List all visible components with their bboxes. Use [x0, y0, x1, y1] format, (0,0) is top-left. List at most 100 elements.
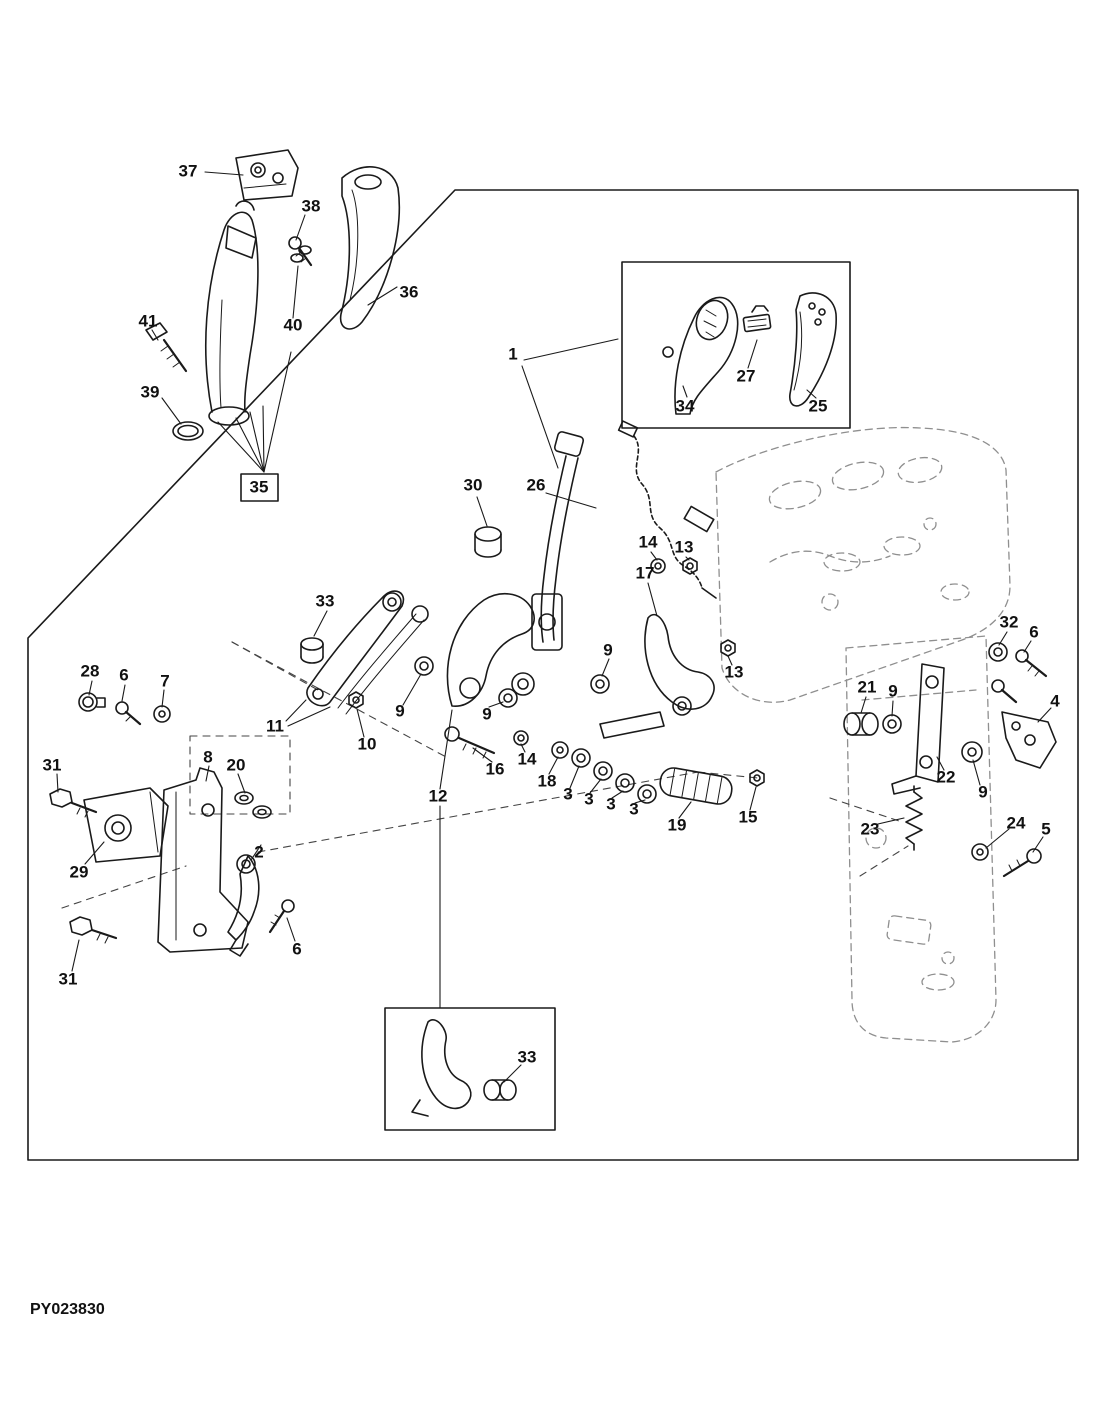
inset-fork-detail [384, 1007, 556, 1131]
part-label-33b[interactable]: 33 [518, 1047, 537, 1066]
part-label-30[interactable]: 30 [464, 475, 483, 494]
part-24-washer [971, 843, 989, 861]
part-label-31b[interactable]: 31 [59, 969, 78, 988]
part-label-7[interactable]: 7 [160, 671, 169, 690]
part-16-bolt [444, 726, 496, 759]
part-label-12[interactable]: 12 [429, 786, 448, 805]
part-label-2[interactable]: 2 [254, 842, 263, 861]
part-6-screw-right [1015, 649, 1048, 678]
part-label-9e[interactable]: 9 [978, 782, 987, 801]
part-label-41[interactable]: 41 [139, 311, 158, 330]
part-40-spacer [290, 245, 312, 263]
part-label-15[interactable]: 15 [739, 807, 758, 826]
part-label-4[interactable]: 4 [1050, 691, 1060, 710]
part-label-3d[interactable]: 3 [629, 799, 638, 818]
part-label-39[interactable]: 39 [141, 382, 160, 401]
part-label-9c[interactable]: 9 [482, 704, 491, 723]
part-label-25[interactable]: 25 [809, 396, 828, 415]
part-label-10[interactable]: 10 [358, 734, 377, 753]
part-label-24[interactable]: 24 [1007, 813, 1026, 832]
part-36-lever-handle [339, 166, 401, 330]
part-label-11[interactable]: 11 [266, 716, 284, 735]
part-label-23[interactable]: 23 [861, 819, 880, 838]
part-label-9a[interactable]: 9 [603, 640, 612, 659]
console-panel-dashed-outline [715, 426, 1011, 1043]
part-label-13b[interactable]: 13 [725, 662, 744, 681]
part-label-35[interactable]: 35 [250, 477, 269, 496]
part-35-shift-lever [204, 200, 259, 426]
part-33-bushing [300, 637, 324, 664]
part-label-1[interactable]: 1 [508, 344, 517, 363]
part-label-9d[interactable]: 9 [888, 681, 897, 700]
part-18-washer [551, 741, 569, 759]
part-17-shift-fork [599, 613, 715, 739]
part-27-clip [742, 305, 772, 333]
part-19-splined-roller [659, 767, 733, 805]
part-4-bracket [991, 679, 1057, 769]
part-7-washer [153, 705, 171, 723]
part-label-6a[interactable]: 6 [119, 665, 128, 684]
part-label-9b[interactable]: 9 [395, 701, 404, 720]
part-20-bushings [234, 791, 272, 819]
part-41-screw [145, 322, 188, 373]
part-label-6b[interactable]: 6 [292, 939, 301, 958]
part-label-19[interactable]: 19 [668, 815, 687, 834]
figure-code: PY023830 [30, 1301, 105, 1318]
part-9-washers [414, 656, 983, 763]
part-label-14b[interactable]: 14 [518, 749, 537, 768]
part-34-shift-knob [662, 296, 739, 415]
part-12-sector-lever [446, 593, 535, 707]
part-label-3a[interactable]: 3 [563, 784, 572, 803]
part-label-28[interactable]: 28 [81, 661, 100, 680]
part-label-16[interactable]: 16 [486, 759, 505, 778]
part-3-rollers [571, 748, 657, 804]
part-label-3b[interactable]: 3 [584, 789, 593, 808]
part-5-screw [1002, 848, 1042, 878]
part-label-6d[interactable]: 6 [1029, 622, 1038, 641]
part-label-34[interactable]: 34 [676, 396, 695, 415]
part-21-bushing [843, 712, 879, 736]
part-label-37[interactable]: 37 [179, 161, 198, 180]
part-1-lever-assembly [511, 431, 585, 696]
inset-knob-detail [621, 261, 851, 429]
part-26-wiring-harness [617, 420, 717, 599]
part-15-nut [749, 769, 765, 787]
part-label-22[interactable]: 22 [937, 767, 956, 786]
part-label-27[interactable]: 27 [737, 366, 756, 385]
part-label-26[interactable]: 26 [527, 475, 546, 494]
part-label-5[interactable]: 5 [1041, 819, 1050, 838]
part-label-40[interactable]: 40 [284, 315, 303, 334]
part-28-cap [78, 692, 106, 712]
leader-lines [56, 171, 1052, 1083]
part-label-17[interactable]: 17 [636, 563, 655, 582]
part-label-14a[interactable]: 14 [639, 532, 658, 551]
part-label-33a[interactable]: 33 [316, 591, 335, 610]
part-23-spring [905, 785, 923, 851]
assembly-reference-lines [61, 641, 909, 909]
part-25-handle-cover [789, 292, 837, 407]
part-label-29[interactable]: 29 [70, 862, 89, 881]
part-label-18[interactable]: 18 [538, 771, 557, 790]
part-label-20[interactable]: 20 [227, 755, 246, 774]
part-32-washer [988, 642, 1008, 662]
part-37-bracket-plate [235, 149, 299, 201]
part-label-3c[interactable]: 3 [606, 794, 615, 813]
part-label-31a[interactable]: 31 [43, 755, 62, 774]
part-29-plate [83, 787, 169, 863]
part-11-crank-arms [306, 590, 429, 715]
part-label-21[interactable]: 21 [858, 677, 877, 696]
part-label-38[interactable]: 38 [302, 196, 321, 215]
part-label-13a[interactable]: 13 [675, 537, 694, 556]
part-label-32[interactable]: 32 [1000, 612, 1019, 631]
highlight-box-part-35 [240, 473, 279, 502]
part-label-36[interactable]: 36 [400, 282, 419, 301]
part-22-bracket-lever [891, 663, 945, 795]
part-2-lever [227, 854, 260, 957]
part-6-screw-left [115, 701, 142, 726]
part-14-washers [513, 558, 666, 746]
part-10-nut [348, 691, 364, 709]
part-13-nuts [682, 557, 736, 657]
part-6-screw-bottom [268, 899, 295, 934]
part-label-8[interactable]: 8 [203, 747, 212, 766]
